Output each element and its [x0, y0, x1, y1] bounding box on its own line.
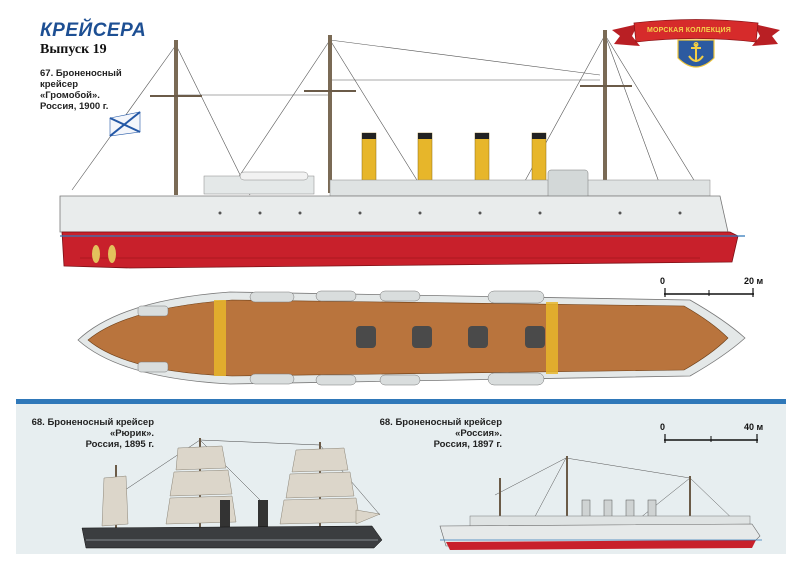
section-divider: [16, 399, 786, 404]
series-title: КРЕЙСЕРА: [40, 20, 147, 41]
caption-name: «Россия».: [455, 428, 502, 439]
caption-country-year: Россия, 1895 г.: [85, 439, 154, 450]
caption-type: 68. Броненосный крейсер: [31, 417, 154, 428]
ribbon-emblem: [612, 19, 780, 68]
caption-name: «Громобой».: [40, 90, 100, 101]
collection-logo: МОРСКАЯ КОЛЛЕКЦИЯ: [612, 19, 780, 78]
caption-type: 68. Броненосный крейсер: [379, 417, 502, 428]
scale-start-label: 0: [660, 422, 666, 432]
anchor-icon: [688, 42, 704, 62]
scale-end-label: 40 м: [744, 422, 764, 432]
caption-country-year: Россия, 1900 г.: [40, 101, 109, 112]
logo-text: МОРСКАЯ КОЛЛЕКЦИЯ: [646, 27, 731, 34]
caption-gromoboi: 67. Броненосный крейсер «Громобой». Росс…: [40, 68, 160, 112]
caption-type: 67. Броненосный крейсер: [40, 68, 122, 90]
scale-start-label: 0: [660, 276, 666, 286]
caption-name: «Рюрик».: [109, 428, 154, 439]
scale-bar-20m: [664, 288, 754, 297]
caption-country-year: Россия, 1897 г.: [433, 439, 502, 450]
scale-bar-40m: [664, 434, 758, 443]
caption-rossiya: 68. Броненосный крейсер «Россия». Россия…: [378, 417, 502, 450]
scale-end-label: 20 м: [744, 276, 764, 286]
issue-label: Выпуск 19: [40, 42, 107, 57]
caption-rurik: 68. Броненосный крейсер «Рюрик». Россия,…: [30, 417, 154, 450]
